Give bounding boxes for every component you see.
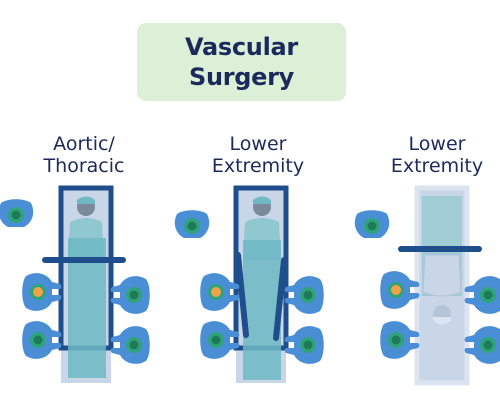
panel-1-lamp-icon: [33, 287, 43, 297]
panel-1-surgeon-left-2: [22, 321, 62, 359]
panel-1-surgeon-right-2: [110, 326, 150, 364]
panel-1-anesthesia-staff: [0, 199, 34, 227]
panel-3-surgeon-left-2: [380, 321, 420, 359]
title-line-1: Vascular: [185, 33, 298, 61]
panel-2-arm-board-left: [235, 252, 249, 338]
panel-3-ether-screen: [398, 246, 482, 252]
panel-1-label-line-1: Aortic/: [53, 133, 115, 155]
panel-2-scene: [174, 185, 324, 383]
panel-3-lamp-icon: [391, 285, 401, 295]
panel-2-arm-board-right: [273, 257, 287, 341]
panel-3-scene: [354, 185, 500, 386]
panel-2-surgeon-right-1: [284, 276, 324, 314]
panel-3-anesthesia-staff: [354, 210, 390, 238]
panel-2-lamp-icon: [211, 287, 221, 297]
panel-3-surgeon-right-2: [464, 326, 500, 364]
panel-3-label-line-2: Extremity: [390, 155, 484, 177]
panel-2-anesthesia-staff: [174, 210, 210, 238]
panel-label-lower-extremity-1: Lower Extremity: [188, 133, 328, 177]
panel-1-surgeon-right-1: [110, 276, 150, 314]
panel-label-lower-extremity-2: Lower Extremity: [367, 133, 500, 177]
panel-1-ether-screen: [42, 257, 126, 263]
panel-3-label-line-1: Lower: [408, 133, 466, 155]
panel-label-aortic-thoracic: Aortic/ Thoracic: [14, 133, 154, 177]
panel-1-scene: [0, 185, 150, 383]
panel-2-surgeon-right-2: [284, 326, 324, 364]
panel-3-surgeon-right-1: [464, 276, 500, 314]
panel-3-patient: [422, 254, 462, 325]
title-line-2: Surgery: [188, 63, 295, 91]
panel-1-label-line-2: Thoracic: [43, 155, 125, 177]
title-box: Vascular Surgery: [137, 23, 346, 101]
panel-2-drape: [243, 240, 281, 380]
panel-2-label-line-2: Extremity: [211, 155, 305, 177]
panel-2-label-line-1: Lower: [229, 133, 287, 155]
